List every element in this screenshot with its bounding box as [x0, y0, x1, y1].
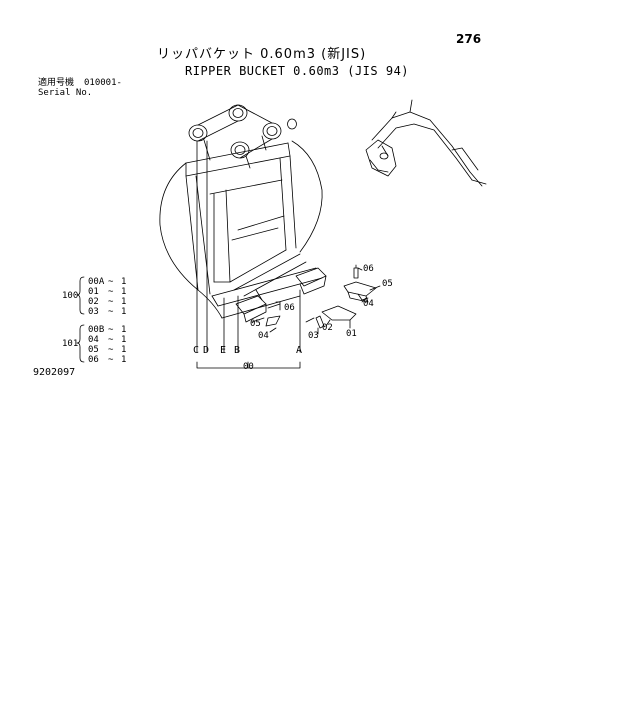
group-row-sep: ~	[108, 277, 114, 287]
title-english: RIPPER BUCKET 0.60m3 (JIS 94)	[185, 64, 410, 78]
pin-label-e: E	[220, 345, 227, 356]
group-id-100: 100	[62, 291, 79, 301]
group-row-sep: ~	[108, 355, 114, 365]
serial-label-english: Serial No.	[38, 88, 93, 98]
group-row-sep: ~	[108, 325, 114, 335]
page-number: 276	[456, 32, 482, 46]
pin-reference-lines	[196, 140, 301, 369]
group-row-qty: 1	[121, 335, 127, 345]
callout-06-top: 06	[363, 264, 374, 274]
group-row-part: 04	[88, 335, 99, 345]
callout-05-left: 05	[250, 319, 261, 329]
group-row-sep: ~	[108, 335, 114, 345]
group-row-qty: 1	[121, 355, 127, 365]
pin-label-c: C	[193, 345, 200, 356]
assembly-label-00: 00	[243, 362, 254, 372]
group-row-qty: 1	[121, 277, 127, 287]
group-row-sep: ~	[108, 297, 114, 307]
serial-value: 010001-	[84, 78, 122, 88]
group-row-sep: ~	[108, 307, 114, 317]
group-row-part: 02	[88, 297, 99, 307]
pin-label-a: A	[296, 345, 303, 356]
callout-04-left: 04	[258, 331, 269, 341]
title-japanese: リッパバケット 0.60m3 (新JIS)	[157, 47, 367, 62]
callout-04-right: 04	[363, 299, 374, 309]
serial-label-japanese: 適用号機	[38, 78, 75, 88]
group-row-sep: ~	[108, 287, 114, 297]
group-row-qty: 1	[121, 325, 127, 335]
callout-leaders	[251, 267, 381, 335]
group-row-qty: 1	[121, 345, 127, 355]
figure-reference-number: 9202097	[33, 367, 76, 378]
exploded-parts-right	[265, 264, 377, 329]
group-brace-100	[76, 276, 85, 315]
bucket-body	[159, 140, 323, 319]
pin-label-b: B	[234, 345, 241, 356]
group-row-part: 00A	[88, 277, 105, 287]
group-row-part: 06	[88, 355, 99, 365]
callout-01: 01	[346, 329, 357, 339]
callout-03: 03	[308, 331, 319, 341]
group-brace-101	[76, 324, 85, 363]
excavator-inset-illustration	[365, 99, 487, 187]
group-row-part: 05	[88, 345, 99, 355]
callout-05-right: 05	[382, 279, 393, 289]
group-row-part: 00B	[88, 325, 105, 335]
group-row-qty: 1	[121, 287, 127, 297]
callout-02: 02	[322, 323, 333, 333]
group-row-part: 01	[88, 287, 99, 297]
group-row-qty: 1	[121, 297, 127, 307]
group-row-sep: ~	[108, 345, 114, 355]
tooth-adapters	[235, 267, 327, 323]
top-pin-bosses	[188, 104, 297, 169]
group-id-101: 101	[62, 339, 79, 349]
group-row-qty: 1	[121, 307, 127, 317]
group-row-part: 03	[88, 307, 99, 317]
callout-06-mid: 06	[284, 303, 295, 313]
pin-label-d: D	[203, 345, 210, 356]
